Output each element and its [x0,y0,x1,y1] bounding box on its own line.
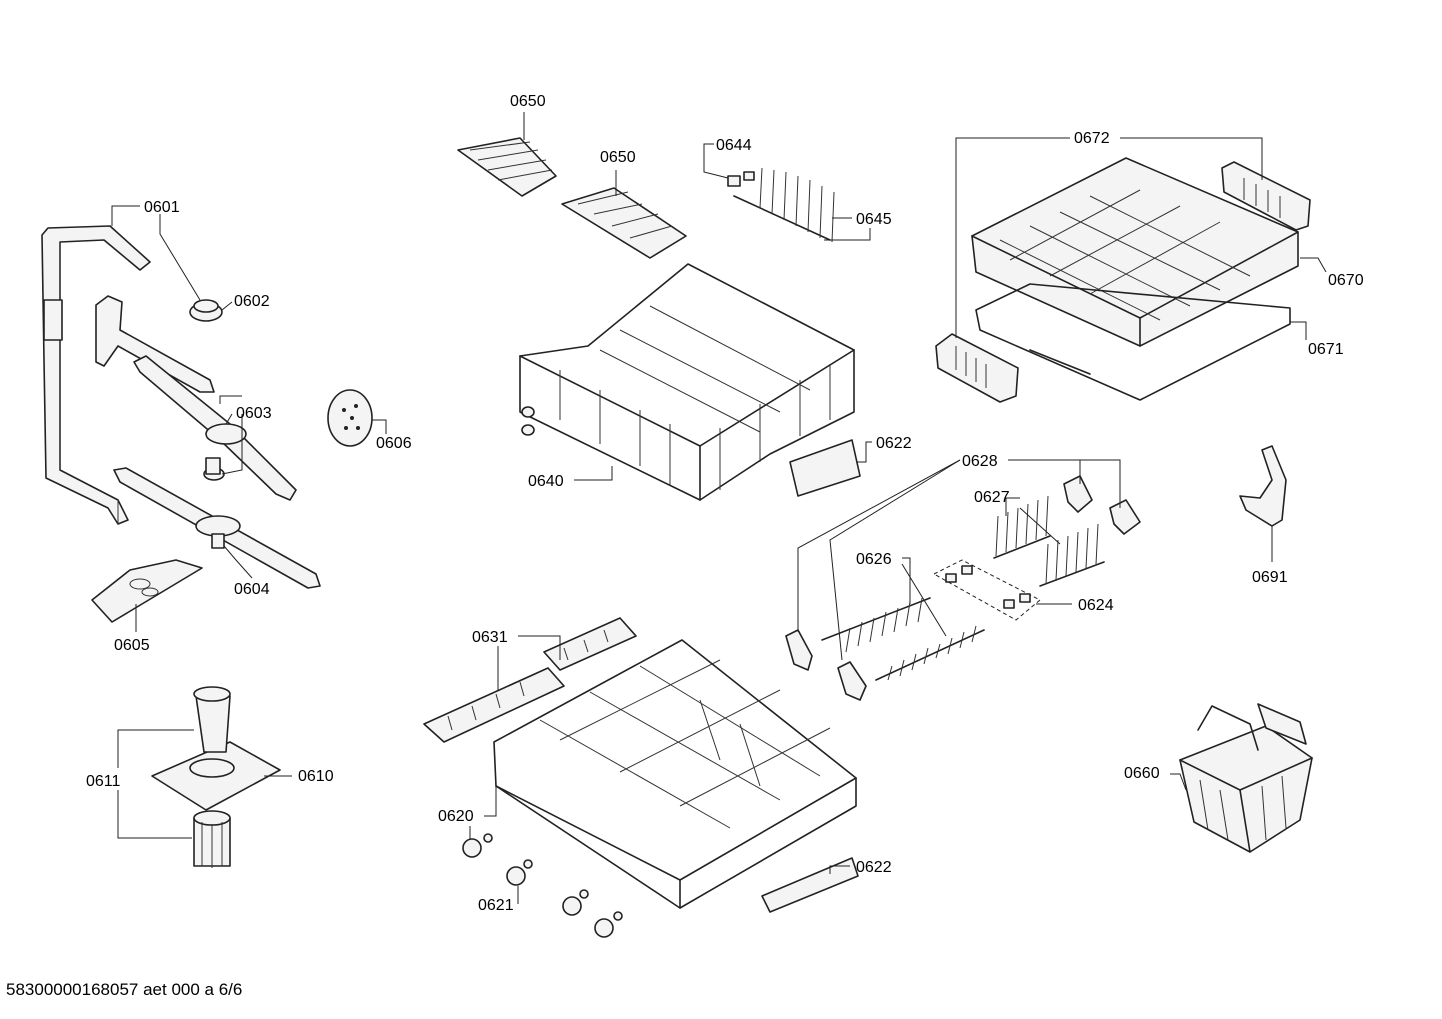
callout-0603: 0603 [236,405,272,422]
tray-rail-frame-part [975,283,1291,401]
fold-clip-part [1239,445,1287,527]
clip-part [727,171,755,187]
callout-0610: 0610 [298,768,334,785]
leader-lines [111,112,1327,904]
callout-0611: 0611 [86,773,121,790]
callout-0626: 0626 [856,551,892,568]
filter-plate-part [151,686,281,811]
spray-nozzle-part [189,299,223,322]
callout-0606: 0606 [376,435,412,452]
callout-labels: 0601 0602 0603 0604 0605 0606 0610 0611 … [86,93,1364,914]
callout-0631: 0631 [472,629,508,646]
callout-0672: 0672 [1074,130,1110,147]
callout-0620: 0620 [438,808,474,825]
cutlery-basket-part [1179,703,1313,853]
supply-pipe-part [41,225,151,525]
clip-set-part [932,559,1041,621]
callout-0671: 0671 [1308,341,1344,358]
callout-0627: 0627 [974,489,1010,506]
callout-0691: 0691 [1252,569,1288,586]
callout-0622-upper: 0622 [876,435,912,452]
cup-shelf-part-2 [561,187,687,259]
tray-side-holder-right-part [1221,161,1311,231]
wheel-part-4 [594,911,623,938]
lower-rack-insert-part-2 [543,617,637,671]
upper-handle-part [789,439,861,497]
callout-0621: 0621 [478,897,514,914]
filter-cylinder-part [193,810,231,868]
tine-rack-upper-part [993,495,1105,587]
cover-disc-part [327,389,373,447]
callout-0660: 0660 [1124,765,1160,782]
tine-rack-part [733,167,835,243]
drawing-reference-number: 58300000168057 aet 000 a 6/6 [6,980,243,999]
callout-0601: 0601 [144,199,180,216]
upper-spray-arm-part [95,295,297,501]
upper-basket-part [519,263,855,501]
lower-handle-part [761,857,859,913]
callout-0640: 0640 [528,473,564,490]
cutlery-tray-part [971,157,1299,347]
lower-rack-insert-part-1 [423,667,565,743]
cup-shelf-part-1 [457,137,557,197]
tine-rack-lower-part [821,597,985,681]
callout-0628: 0628 [962,453,998,470]
wheel-part-1 [462,833,493,858]
callout-0670: 0670 [1328,272,1364,289]
callout-0650-top: 0650 [510,93,546,110]
lower-spray-arm-part [113,467,321,589]
callout-0604: 0604 [234,581,270,598]
wheel-part-2 [506,859,533,886]
lower-basket-part [493,639,857,909]
callout-0624: 0624 [1078,597,1114,614]
callout-0605: 0605 [114,637,150,654]
fine-filter-part [91,559,203,623]
wheel-part-3 [562,889,589,916]
callout-0645: 0645 [856,211,892,228]
hinge-bracket-part-2 [1109,499,1141,535]
callout-0602: 0602 [234,293,270,310]
tray-side-holder-left-part [935,333,1019,403]
callout-0622-lower: 0622 [856,859,892,876]
hinge-bracket-part-1 [1063,475,1093,513]
callout-0650-second: 0650 [600,149,636,166]
hinge-bracket-part-4 [837,661,867,701]
callout-0644: 0644 [716,137,752,154]
hinge-bracket-part-3 [785,629,813,671]
